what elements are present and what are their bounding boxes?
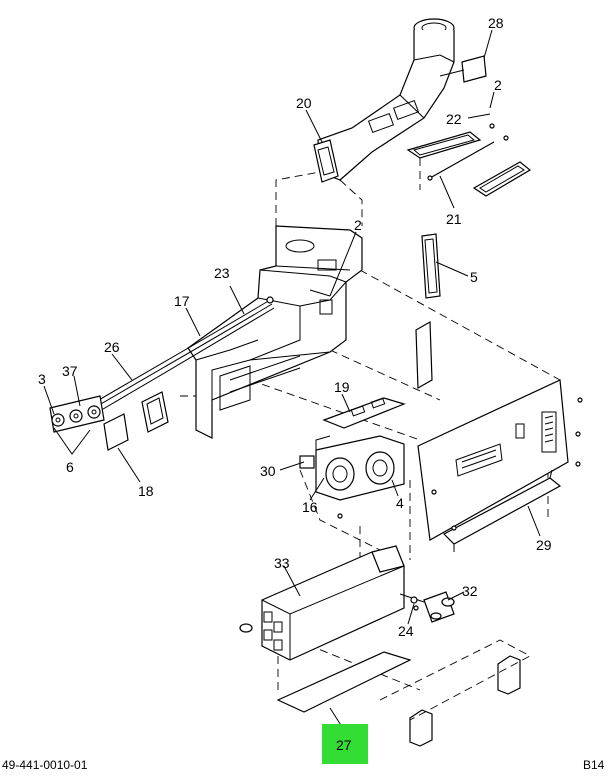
blower-cover-19[interactable] <box>322 397 406 429</box>
callout-23[interactable]: 23 <box>214 265 230 281</box>
callout-18[interactable]: 18 <box>138 483 154 499</box>
clip-24[interactable] <box>410 596 419 611</box>
callout-20[interactable]: 20 <box>296 95 312 111</box>
bracket-28[interactable] <box>439 55 487 83</box>
heater-housing[interactable] <box>187 225 363 439</box>
duct-seals[interactable] <box>406 123 532 197</box>
callout-37[interactable]: 37 <box>62 363 78 379</box>
callout-26[interactable]: 26 <box>104 339 120 355</box>
callout-28[interactable]: 28 <box>488 15 504 31</box>
callout-30[interactable]: 30 <box>260 463 276 479</box>
water-valve-32[interactable] <box>399 591 455 623</box>
callout-5[interactable]: 5 <box>470 269 478 285</box>
callout-24[interactable]: 24 <box>398 623 414 639</box>
blower-motor[interactable] <box>299 435 405 519</box>
control-cables[interactable] <box>91 296 275 413</box>
callout-4[interactable]: 4 <box>396 495 404 511</box>
callout-3[interactable]: 3 <box>38 371 46 387</box>
callout-2-top[interactable]: 2 <box>494 77 502 93</box>
callout-29[interactable]: 29 <box>536 537 552 553</box>
lower-bracket[interactable] <box>379 639 531 747</box>
callout-22[interactable]: 22 <box>446 111 462 127</box>
callout-27-highlight <box>322 724 368 764</box>
cover-panel[interactable] <box>417 379 583 541</box>
callout-16[interactable]: 16 <box>302 499 318 515</box>
callout-21[interactable]: 21 <box>446 211 462 227</box>
gasket-frame[interactable] <box>141 391 169 433</box>
callout-17[interactable]: 17 <box>174 293 190 309</box>
leader-lines <box>43 29 541 731</box>
control-knobs[interactable] <box>49 395 105 433</box>
sheet-label: B14 <box>583 758 605 772</box>
callout-33[interactable]: 33 <box>274 555 290 571</box>
seal-5[interactable] <box>421 233 441 299</box>
drawing-number: 49-441-0010-01 <box>2 758 88 772</box>
insulation-pad-27[interactable] <box>276 651 412 713</box>
heater-core-33[interactable] <box>239 545 405 661</box>
mounting-rail-29[interactable] <box>443 469 562 552</box>
air-duct-assembly[interactable] <box>313 18 455 183</box>
plate-18[interactable] <box>103 413 129 451</box>
callout-2-middle[interactable]: 2 <box>354 217 362 233</box>
callout-27[interactable]: 27 <box>336 737 352 753</box>
callout-19[interactable]: 19 <box>334 379 350 395</box>
callout-6[interactable]: 6 <box>66 459 74 475</box>
side-panel[interactable] <box>415 320 433 390</box>
callout-32[interactable]: 32 <box>462 583 478 599</box>
